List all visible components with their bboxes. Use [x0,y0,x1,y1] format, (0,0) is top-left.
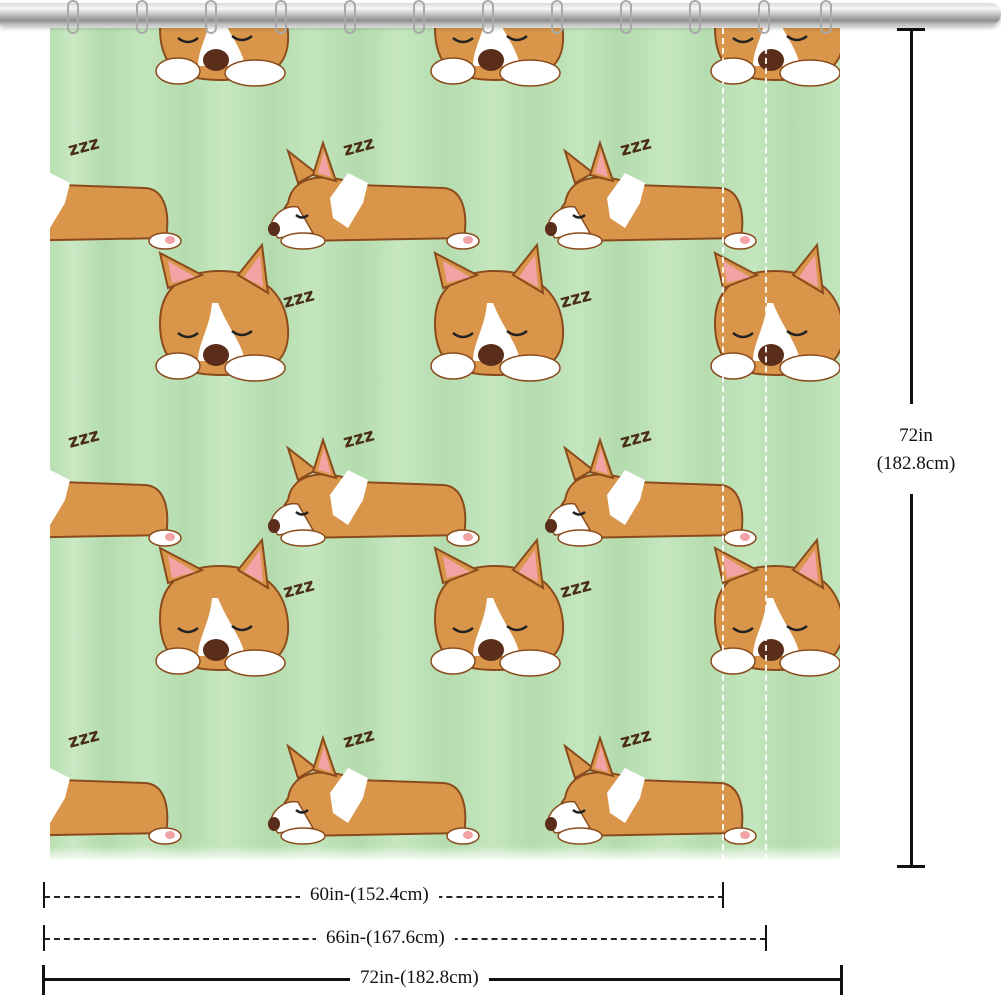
width60-label: 60in-(152.4cm) [300,884,439,906]
zzz-text: zzz [341,424,377,452]
corgi-face [430,537,565,677]
curtain-ring [67,0,79,34]
zzz-text: zzz [618,424,654,452]
width72-label: 72in-(182.8cm) [350,967,489,989]
corgi-face [710,242,840,382]
fold-line-60in [722,28,724,860]
height-label-cm: (182.8cm) [876,453,956,474]
corgi-face [155,537,290,677]
zzz-text: zzz [558,574,594,602]
fold-line-66in [765,28,767,860]
zzz-text: zzz [66,724,102,752]
corgi-lying [268,436,480,547]
width66-tick-right [765,925,767,951]
curtain-ring [820,0,832,34]
width60-tick-right [722,882,724,908]
curtain-ring [482,0,494,34]
curtain-ring [413,0,425,34]
corgi-face [710,537,840,677]
zzz-text: zzz [281,574,317,602]
height-label: 72in (182.8cm) [857,422,975,478]
zzz-text: zzz [558,284,594,312]
corgi-lying [545,734,757,845]
corgi-lying [545,139,757,250]
zzz-text: zzz [341,132,377,160]
corgi-lying [50,768,182,845]
corgi-lying [545,436,757,547]
curtain-rod [0,3,1001,25]
width72-tick-left [42,965,45,995]
corgi-lying [50,470,182,547]
corgi-face [155,28,290,87]
zzz-text: zzz [341,724,377,752]
corgi-face [155,242,290,382]
zzz-text: zzz [66,424,102,452]
corgi-lying [50,173,182,250]
corgi-lying [268,734,480,845]
shower-curtain: zzz zzz zzz zzz zzz zzz zzz zzz zzz zzz zzz zzz zzz [50,28,840,860]
corgi-face [430,28,565,87]
curtain-ring [620,0,632,34]
height-line-top [910,28,913,404]
curtain-ring [344,0,356,34]
curtain-ring [551,0,563,34]
corgi-lying [268,139,480,250]
curtain-ring [205,0,217,34]
corgi-face [710,28,840,87]
height-line-bottom [910,494,913,866]
width60-tick-left [43,882,45,908]
width72-tick-right [840,965,843,995]
width66-label: 66in-(167.6cm) [316,927,455,949]
height-cap-bottom [897,865,925,868]
zzz-text: zzz [618,724,654,752]
curtain-ring [136,0,148,34]
corgi-face [430,242,565,382]
curtain-ring [275,0,287,34]
corgi-pattern: zzz zzz zzz zzz zzz zzz zzz zzz zzz zzz zzz zzz zzz [50,28,840,845]
height-label-in: 72in [899,425,933,446]
curtain-ring [758,0,770,34]
zzz-text: zzz [281,284,317,312]
zzz-text: zzz [618,132,654,160]
zzz-text: zzz [66,132,102,160]
curtain-ring [689,0,701,34]
